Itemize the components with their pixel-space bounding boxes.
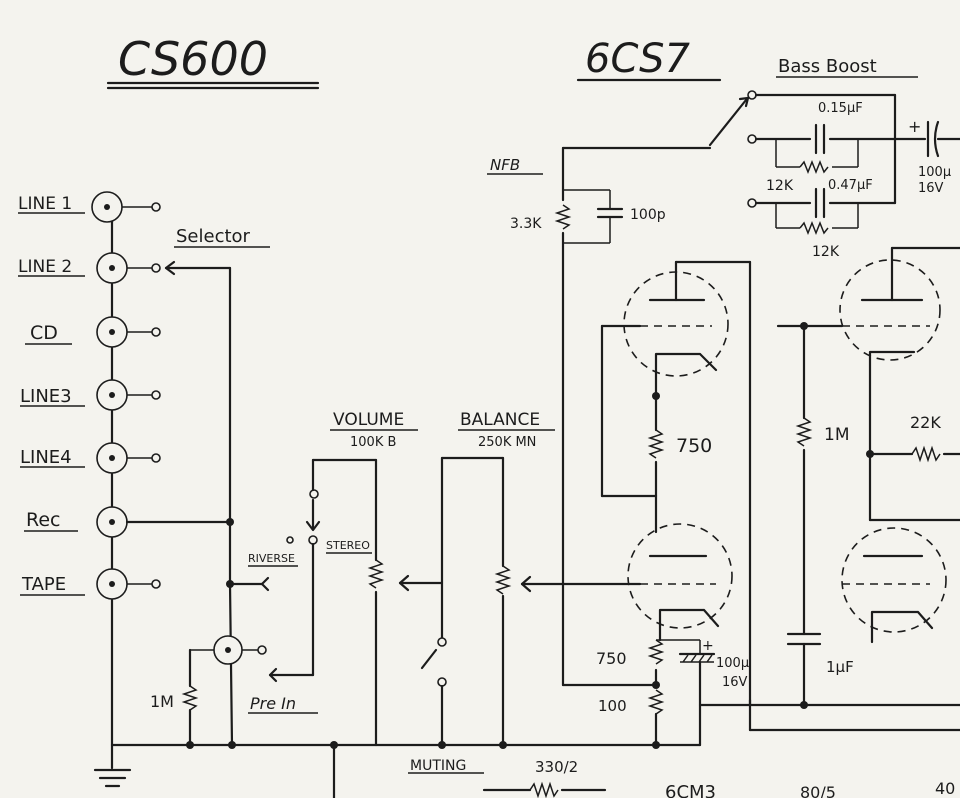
rca-jack (96, 252, 161, 284)
bass-cap1-label: 0.15μF (818, 101, 863, 116)
contact-top (309, 489, 319, 499)
cap100-v-label: 16V (722, 675, 748, 690)
cap1-label: 1μF (826, 658, 854, 676)
input-label-rec: Rec (26, 509, 60, 531)
pre-in-label: Pre In (250, 694, 296, 713)
bass-outcap-label: 100μ (918, 165, 951, 180)
bass-boost-switch (708, 98, 748, 147)
input-label-line2: LINE 2 (18, 257, 72, 277)
title-6cs7: 6CS7 (585, 36, 691, 82)
selector-label: Selector (176, 226, 251, 247)
partial-label: 80/5 (800, 783, 836, 798)
rca-jack (96, 442, 161, 474)
contact-reverse (286, 536, 294, 544)
volume-value: 100K B (350, 435, 396, 450)
mode-reverse-label: RIVERSE (248, 552, 295, 565)
tube-6cm3-label: 6CM3 (665, 782, 716, 798)
input-label-line4: LINE4 (20, 447, 72, 468)
bass-boost-label: Bass Boost (778, 56, 877, 77)
rca-jack (96, 568, 161, 600)
mode-switch-arrow (260, 576, 270, 592)
bass-cap-plus: + (908, 117, 921, 136)
pre-in-jack (188, 635, 267, 688)
r22k-label: 22K (910, 413, 941, 432)
input-jack-column: LINE 1 LINE 2 CD LINE3 LINE4 Rec TAPE (18, 191, 161, 747)
nfb-res-label: 3.3K (510, 216, 542, 232)
nfb-label: NFB (490, 156, 520, 174)
contact-stereo (308, 535, 318, 545)
resistor-22k (911, 445, 941, 463)
rca-jack (96, 379, 161, 411)
nfb-cap-label: 100p (630, 207, 666, 223)
res-330-label: 330/2 (535, 758, 578, 776)
mode-stereo-label: STEREO (326, 539, 370, 552)
res-1m-left-label: 1M (150, 692, 174, 711)
balance-label: BALANCE (460, 410, 540, 430)
input-label-line1: LINE 1 (18, 194, 72, 214)
muting-contact (437, 677, 447, 687)
balance-pot (494, 565, 512, 595)
resistor-750-top (647, 429, 665, 459)
selector-wiper (164, 260, 232, 586)
volume-pot (367, 559, 385, 589)
r750-bottom-label: 750 (596, 649, 627, 668)
input-label-cd: CD (30, 322, 58, 344)
bass-cap2-label: 0.47μF (828, 178, 873, 193)
muting-contact (437, 637, 447, 647)
tube-bottom-left (627, 523, 733, 629)
volume-label: VOLUME (333, 410, 404, 430)
balance-value: 250K MN (478, 435, 536, 450)
resistor-1m (795, 417, 813, 447)
resistor-nfb (554, 204, 572, 230)
cap100-plus: + (702, 638, 714, 654)
tube-top-right (839, 259, 941, 361)
r1m-label: 1M (824, 425, 849, 445)
input-label-tape: TAPE (21, 574, 66, 595)
resistor-12k-1 (799, 159, 829, 175)
r100-label: 100 (598, 697, 627, 715)
rca-jack (91, 191, 161, 223)
bass-res2-label: 12K (812, 244, 840, 260)
resistor-100 (647, 689, 665, 715)
bass-outcap-v-label: 16V (918, 181, 944, 196)
rca-jack (96, 506, 128, 538)
rca-jack (96, 316, 161, 348)
tube-bottom-right (841, 527, 947, 633)
bass-res1-label: 12K (766, 178, 794, 194)
muting-label: MUTING (410, 758, 466, 774)
title-cs600: CS600 (118, 32, 268, 86)
resistor-12k-2 (799, 220, 829, 236)
ground-symbol (93, 768, 132, 788)
resistor-1m-left (181, 685, 199, 711)
input-label-line3: LINE3 (20, 386, 72, 407)
r750-top-label: 750 (676, 435, 712, 457)
resistor-330 (529, 781, 559, 798)
cap100-label: 100μ (716, 656, 749, 671)
resistor-750-bottom (647, 639, 665, 665)
partial-label: 40 (935, 779, 955, 798)
